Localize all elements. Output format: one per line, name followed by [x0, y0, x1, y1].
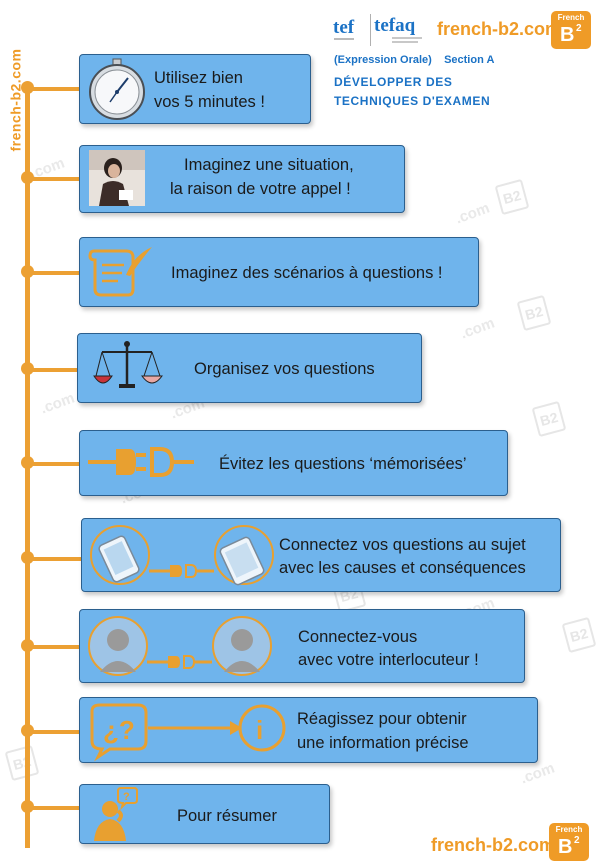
timeline-card-1: Utilisez bien vos 5 minutes ! [79, 54, 311, 124]
watermark-logo: B2 [561, 616, 597, 654]
timeline-card-3: Imaginez des scénarios à questions ! [79, 237, 479, 307]
card-7-line-2: avec votre interlocuteur ! [298, 651, 479, 669]
timeline-card-9: ? Pour résumer [79, 784, 330, 844]
svg-text:i: i [256, 715, 263, 745]
timeline-connector [30, 645, 80, 649]
scales-icon [93, 341, 163, 388]
watermark-logo: B2 [531, 400, 567, 438]
subtitle-left: (Expression Orale) [334, 54, 432, 66]
timeline-connector [30, 87, 80, 91]
tef-logo-underline [334, 38, 354, 40]
timeline-connector [30, 557, 82, 561]
watermark-logo: B2 [4, 744, 40, 782]
tefaq-logo: tefaq [374, 15, 416, 36]
timeline-connector [30, 462, 80, 466]
side-brand: french-b2.com [7, 48, 24, 152]
stopwatch-icon [89, 58, 145, 120]
watermark-logo: B2 [494, 178, 530, 216]
timeline-connector [30, 368, 78, 372]
card-1-line-1: Utilisez bien [154, 69, 243, 87]
timeline-card-5: Évitez les questions ‘mémorisées’ [79, 430, 508, 496]
watermark-logo: B2 [516, 294, 552, 332]
title-line-1: DÉVELOPPER DES [334, 75, 453, 89]
svg-text:¿?: ¿? [103, 715, 135, 745]
brand-header: french-b2.com [437, 19, 562, 39]
timeline-card-7: Connectez-vous avec votre interlocuteur … [79, 609, 525, 683]
title-line-2: TECHNIQUES D'EXAMEN [334, 94, 491, 108]
header-subtitle: (Expression Orale) Section A [334, 54, 494, 66]
b2-logo-small: French [557, 13, 585, 22]
card-7-line-1: Connectez-vous [298, 628, 418, 646]
people-plug-icon [88, 616, 272, 676]
tefaq-logo-subline [392, 41, 418, 43]
timeline-connector [30, 177, 80, 181]
tefaq-logo-subline [392, 37, 422, 39]
b2-logo-main: B [558, 836, 573, 858]
watermark-text: .com [518, 759, 557, 788]
woman-photo [89, 150, 145, 206]
card-2-line-1: Imaginez une situation, [184, 156, 354, 174]
timeline-card-6: Connectez vos questions au sujet avec le… [81, 518, 561, 592]
card-4-line-1: Organisez vos questions [194, 360, 375, 378]
b2-logo-small: French [555, 825, 583, 834]
svg-text:?: ? [123, 791, 130, 803]
card-8-line-1: Réagissez pour obtenir [297, 710, 467, 728]
watermark-text: .com [38, 389, 77, 418]
watermark-text: .com [458, 314, 497, 343]
plug-icon [88, 447, 194, 477]
tef-logo: tef [333, 17, 355, 38]
b2-logo-sup: 2 [576, 23, 582, 34]
timeline-connector [30, 806, 80, 810]
timeline-card-4: Organisez vos questions [77, 333, 422, 403]
logo-separator [370, 14, 371, 46]
card-5-line-1: Évitez les questions ‘mémorisées’ [219, 455, 467, 473]
timeline-card-2: Imaginez une situation, la raison de vot… [79, 145, 405, 213]
thinking-person-icon: ? [94, 787, 138, 841]
b2-logo-footer: French B 2 [549, 823, 589, 861]
timeline-card-8: ¿? i Réagissez pour obtenir une informat… [79, 697, 538, 763]
brand-footer: french-b2.com [431, 835, 556, 855]
card-2-line-2: la raison de votre appel ! [170, 180, 351, 198]
card-6-line-1: Connectez vos questions au sujet [279, 536, 526, 554]
b2-logo-sup: 2 [574, 835, 580, 846]
b2-logo: French B 2 [551, 11, 591, 49]
card-3-line-1: Imaginez des scénarios à questions ! [171, 264, 443, 282]
b2-logo-main: B [560, 24, 575, 46]
question-info-icon: ¿? i [90, 703, 286, 762]
card-6-line-2: avec les causes et conséquences [279, 559, 526, 577]
watermark-text: .com [453, 199, 492, 228]
subtitle-right: Section A [444, 54, 495, 66]
phones-plug-icon [90, 525, 274, 586]
timeline-connector [30, 271, 80, 275]
card-9-line-1: Pour résumer [177, 807, 277, 825]
timeline-connector [30, 730, 80, 734]
card-1-line-2: vos 5 minutes ! [154, 93, 265, 111]
card-8-line-2: une information précise [297, 734, 469, 752]
scroll-quill-icon [88, 247, 152, 297]
